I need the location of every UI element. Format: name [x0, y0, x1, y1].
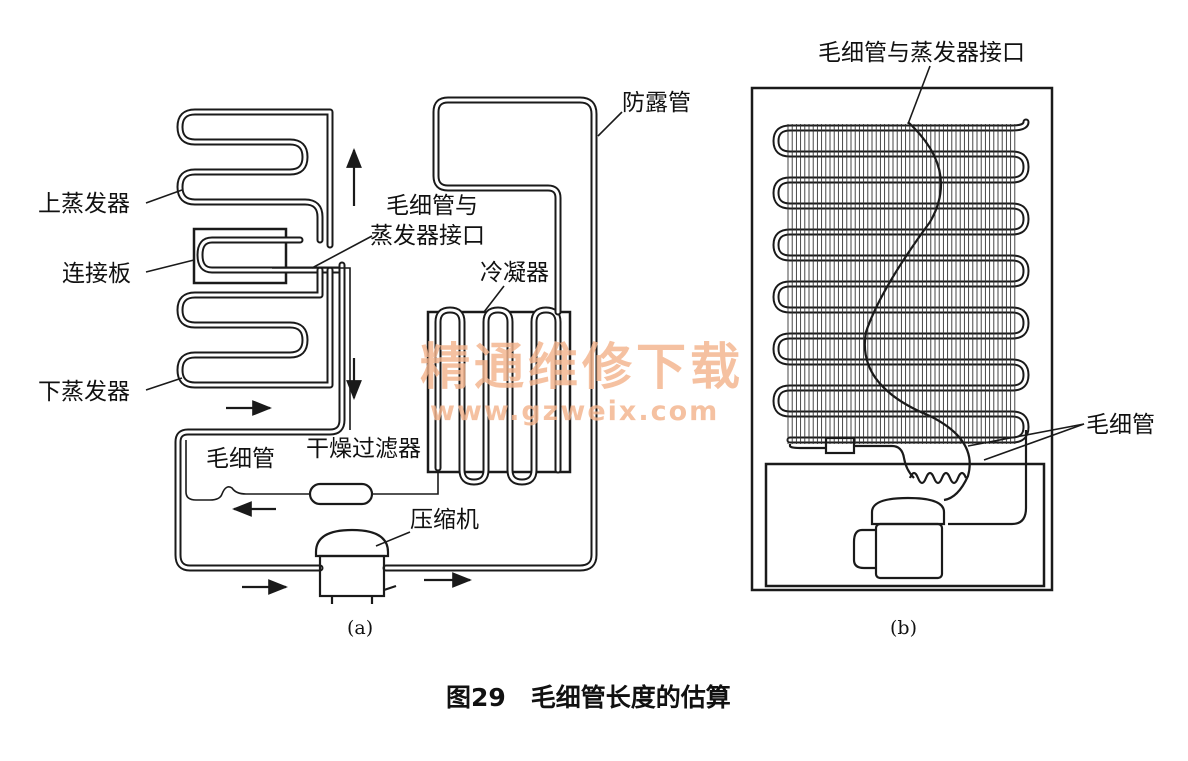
watermark-text: 精通维修下载 — [420, 338, 744, 396]
label-capillary-joint-2: 蒸发器接口 — [370, 223, 485, 249]
suction-line — [174, 261, 346, 572]
leader-lines-b — [907, 65, 1085, 461]
label-compressor: 压缩机 — [410, 507, 479, 533]
condenser-grid-b — [772, 118, 1030, 444]
capillary-tube-a — [185, 267, 351, 501]
label-capillary-b: 毛细管 — [1086, 412, 1155, 438]
compressor-a — [314, 528, 397, 604]
condenser-wires — [787, 124, 1016, 444]
leader-lines-a — [145, 111, 623, 547]
label-capillary-joint-b: 毛细管与蒸发器接口 — [818, 40, 1025, 66]
condenser — [382, 96, 598, 572]
figure-caption: 图29 毛细管长度的估算 — [446, 683, 731, 712]
label-capillary-joint-1: 毛细管与 — [386, 193, 478, 219]
connecting-plate — [192, 227, 288, 285]
label-dryer-filter: 干燥过滤器 — [306, 436, 421, 462]
label-anti-dew-pipe: 防露管 — [622, 90, 691, 116]
flow-arrows-a — [226, 148, 472, 595]
label-capillary-a: 毛细管 — [206, 446, 275, 472]
caption-b: (b) — [890, 617, 917, 639]
watermark: 精通维修下载 www.gzweix.com — [420, 338, 744, 427]
upper-evaporator-coil — [176, 108, 334, 249]
watermark-url: www.gzweix.com — [430, 396, 719, 427]
plate-loop — [196, 236, 344, 274]
label-connecting-plate: 连接板 — [62, 261, 131, 287]
label-upper-evaporator: 上蒸发器 — [38, 191, 130, 217]
label-condenser: 冷凝器 — [480, 260, 549, 286]
caption-a: (a) — [347, 617, 373, 639]
lower-evaporator-coil — [176, 266, 334, 389]
capillary-tube-b — [788, 121, 1028, 526]
fridge-back-outline — [750, 86, 1054, 592]
panel-a: 上蒸发器 连接板 下蒸发器 毛细管与 蒸发器接口 冷凝器 防露管 毛细管 干燥过… — [38, 90, 691, 639]
label-lower-evaporator: 下蒸发器 — [38, 379, 130, 405]
panel-b: 毛细管与蒸发器接口 毛细管 (b) — [750, 40, 1155, 639]
dryer-filter — [308, 468, 439, 506]
compressor-b — [852, 496, 946, 580]
